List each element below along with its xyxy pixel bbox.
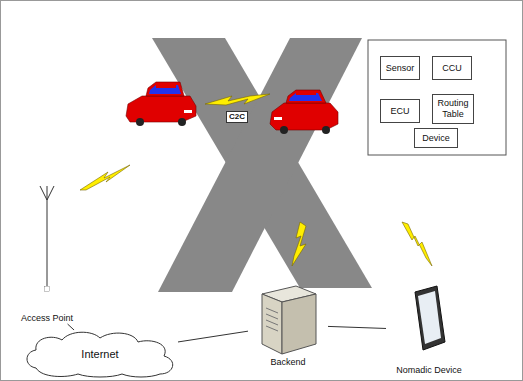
component-box: Device bbox=[414, 128, 458, 148]
tablet-screen bbox=[418, 291, 441, 344]
server-slot bbox=[266, 320, 278, 325]
box-label: Routing Table bbox=[436, 98, 470, 120]
box-label: ECU bbox=[390, 106, 409, 117]
nomadic-device: Nomadic Device bbox=[386, 284, 472, 376]
backend-server: Backend bbox=[248, 282, 328, 368]
internet-cloud: Internet bbox=[22, 330, 178, 378]
server-front bbox=[282, 294, 316, 354]
road bbox=[158, 38, 362, 292]
server-icon bbox=[248, 282, 328, 362]
cloud-path bbox=[27, 332, 173, 377]
node-label: Internet bbox=[81, 349, 118, 360]
component-panel bbox=[368, 40, 506, 155]
component-box: Sensor bbox=[380, 56, 420, 80]
server-side bbox=[262, 294, 282, 354]
component-box: CCU bbox=[432, 56, 472, 80]
node-label: Nomadic Device bbox=[386, 365, 472, 376]
component-box: Routing Table bbox=[432, 94, 474, 124]
box-label: Sensor bbox=[386, 63, 415, 74]
box-label: CCU bbox=[442, 63, 462, 74]
box-label: Device bbox=[422, 133, 450, 144]
node-label: Backend bbox=[248, 357, 328, 368]
access-point: Access Point bbox=[18, 286, 76, 324]
component-box: ECU bbox=[380, 99, 420, 123]
server-slot bbox=[266, 326, 278, 331]
car bbox=[126, 82, 196, 126]
network-link bbox=[178, 331, 248, 342]
network-link bbox=[328, 326, 386, 328]
wireless-link bbox=[80, 94, 432, 266]
node-label: Access Point bbox=[18, 313, 76, 324]
link-label: C2C bbox=[226, 111, 248, 123]
access-point-box bbox=[44, 286, 50, 291]
car bbox=[270, 90, 338, 134]
ap-icon bbox=[18, 286, 76, 308]
tablet-icon bbox=[386, 284, 472, 364]
antenna bbox=[40, 186, 54, 286]
tablet-body bbox=[415, 286, 445, 350]
server-slot bbox=[266, 314, 278, 319]
server-slot bbox=[266, 308, 278, 313]
network-link bbox=[68, 324, 74, 330]
